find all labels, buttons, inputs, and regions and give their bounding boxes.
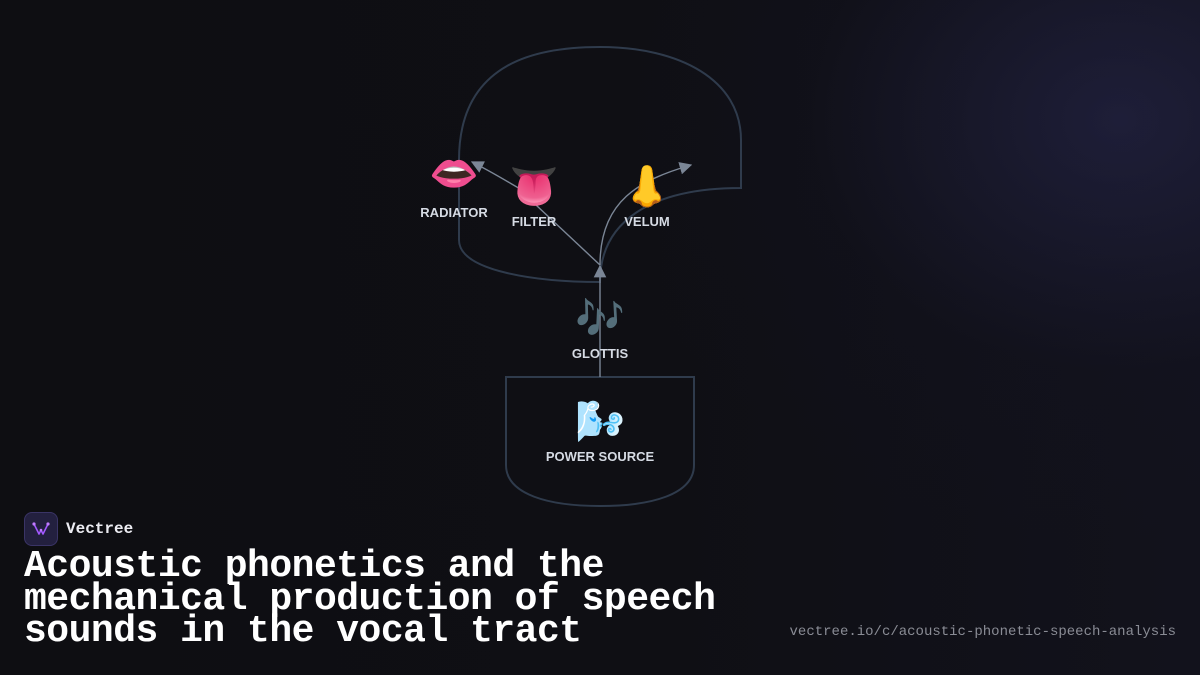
nose-icon: 👃	[622, 163, 672, 210]
node-label-radiator: RADIATOR	[420, 205, 488, 220]
tongue-icon: 👅	[509, 164, 559, 210]
page-url[interactable]: vectree.io/c/acoustic-phonetic-speech-an…	[789, 624, 1176, 640]
vectree-logo-icon	[24, 512, 58, 546]
node-label-velum: VELUM	[624, 214, 670, 229]
node-filter[interactable]: 👅 FILTER	[509, 164, 559, 229]
node-label-filter: FILTER	[512, 214, 557, 229]
brand[interactable]: Vectree	[24, 512, 133, 546]
edge-branch-to-filter	[535, 204, 601, 266]
node-label-power-source: POWER SOURCE	[546, 449, 655, 464]
page-title: Acoustic phonetics and the mechanical pr…	[24, 545, 716, 653]
node-radiator[interactable]: 👄 RADIATOR	[420, 151, 488, 220]
vocal-tract-group-outline	[458, 45, 742, 284]
node-velum[interactable]: 👃 VELUM	[622, 163, 672, 229]
node-label-glottis: GLOTTIS	[572, 346, 629, 361]
lips-icon: 👄	[429, 151, 479, 197]
edge-filter-to-radiator	[470, 161, 523, 191]
music-notes-icon: 🎶	[575, 296, 625, 342]
brand-name: Vectree	[66, 520, 134, 538]
edge-branch-to-velum	[599, 162, 693, 266]
wind-icon: 🌬️	[575, 399, 625, 445]
node-power-source[interactable]: 🌬️ POWER SOURCE	[546, 399, 655, 464]
node-glottis[interactable]: 🎶 GLOTTIS	[572, 296, 629, 361]
power-source-group-outline	[505, 376, 695, 508]
